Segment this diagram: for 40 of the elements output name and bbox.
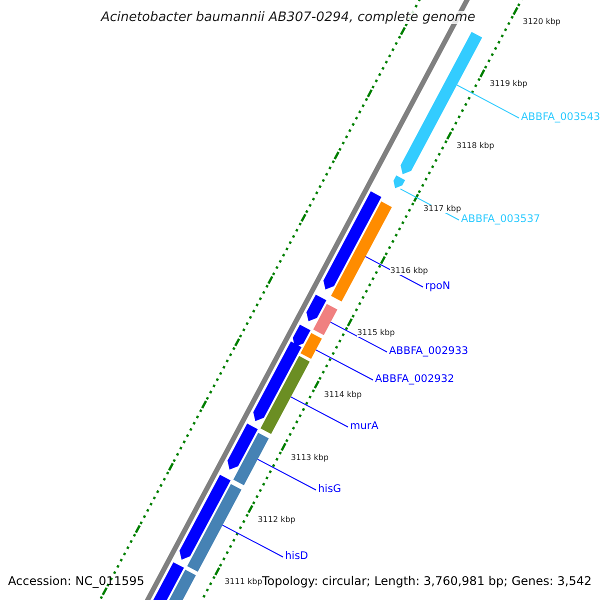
scale-label: 3111 kbp xyxy=(224,578,262,586)
gene-bar xyxy=(180,474,231,560)
gene-bar xyxy=(300,333,322,359)
gene-bar xyxy=(253,341,302,422)
leader-line xyxy=(290,396,348,428)
scale-label: 3118 kbp xyxy=(456,142,494,150)
gene-bar xyxy=(233,432,269,486)
leader-line xyxy=(222,524,284,558)
gene-bar xyxy=(292,324,310,347)
gene-bar xyxy=(187,484,242,572)
gene-bar xyxy=(260,356,310,434)
scale-label: 3115 kbp xyxy=(357,329,395,338)
gene-label: murA xyxy=(350,421,378,432)
gene-label: hisD xyxy=(285,551,308,562)
scale-label: 3112 kbp xyxy=(258,516,296,524)
leader-line xyxy=(456,84,520,118)
leader-line xyxy=(330,322,388,352)
gene-bar xyxy=(306,294,326,322)
map-title: Acinetobacter baumannii AB307-0294, complete genome xyxy=(101,11,476,24)
gene-bar xyxy=(313,304,338,336)
gene-label: ABBFA_003543 xyxy=(521,112,600,122)
gene-label: rpoN xyxy=(425,281,450,292)
scale-label: 3120 kbp xyxy=(522,18,560,26)
gene-label: ABBFA_002932 xyxy=(375,374,454,384)
scale-label: 3116 kbp xyxy=(390,266,428,275)
gene-bar xyxy=(331,201,392,302)
scale-label: 3113 kbp xyxy=(290,454,329,462)
gene-label: ABBFA_003537 xyxy=(461,214,540,224)
gene-label: hisG xyxy=(318,484,342,494)
gene-bar xyxy=(323,191,382,290)
genome-stats-text: Topology: circular; Length: 3,760,981 bp; Genes: 3,542 xyxy=(262,575,592,587)
leader-line xyxy=(257,458,316,490)
gene-bar xyxy=(228,424,258,470)
scale-label: 3119 kbp xyxy=(490,80,528,88)
scale-label: 3114 kbp xyxy=(324,391,362,400)
scale-label: 3117 kbp xyxy=(423,204,462,213)
leader-line xyxy=(315,349,374,380)
gene-label: ABBFA_002933 xyxy=(389,346,468,356)
accession-text: Accession: NC_011595 xyxy=(8,575,144,587)
gene-bar xyxy=(394,175,406,188)
